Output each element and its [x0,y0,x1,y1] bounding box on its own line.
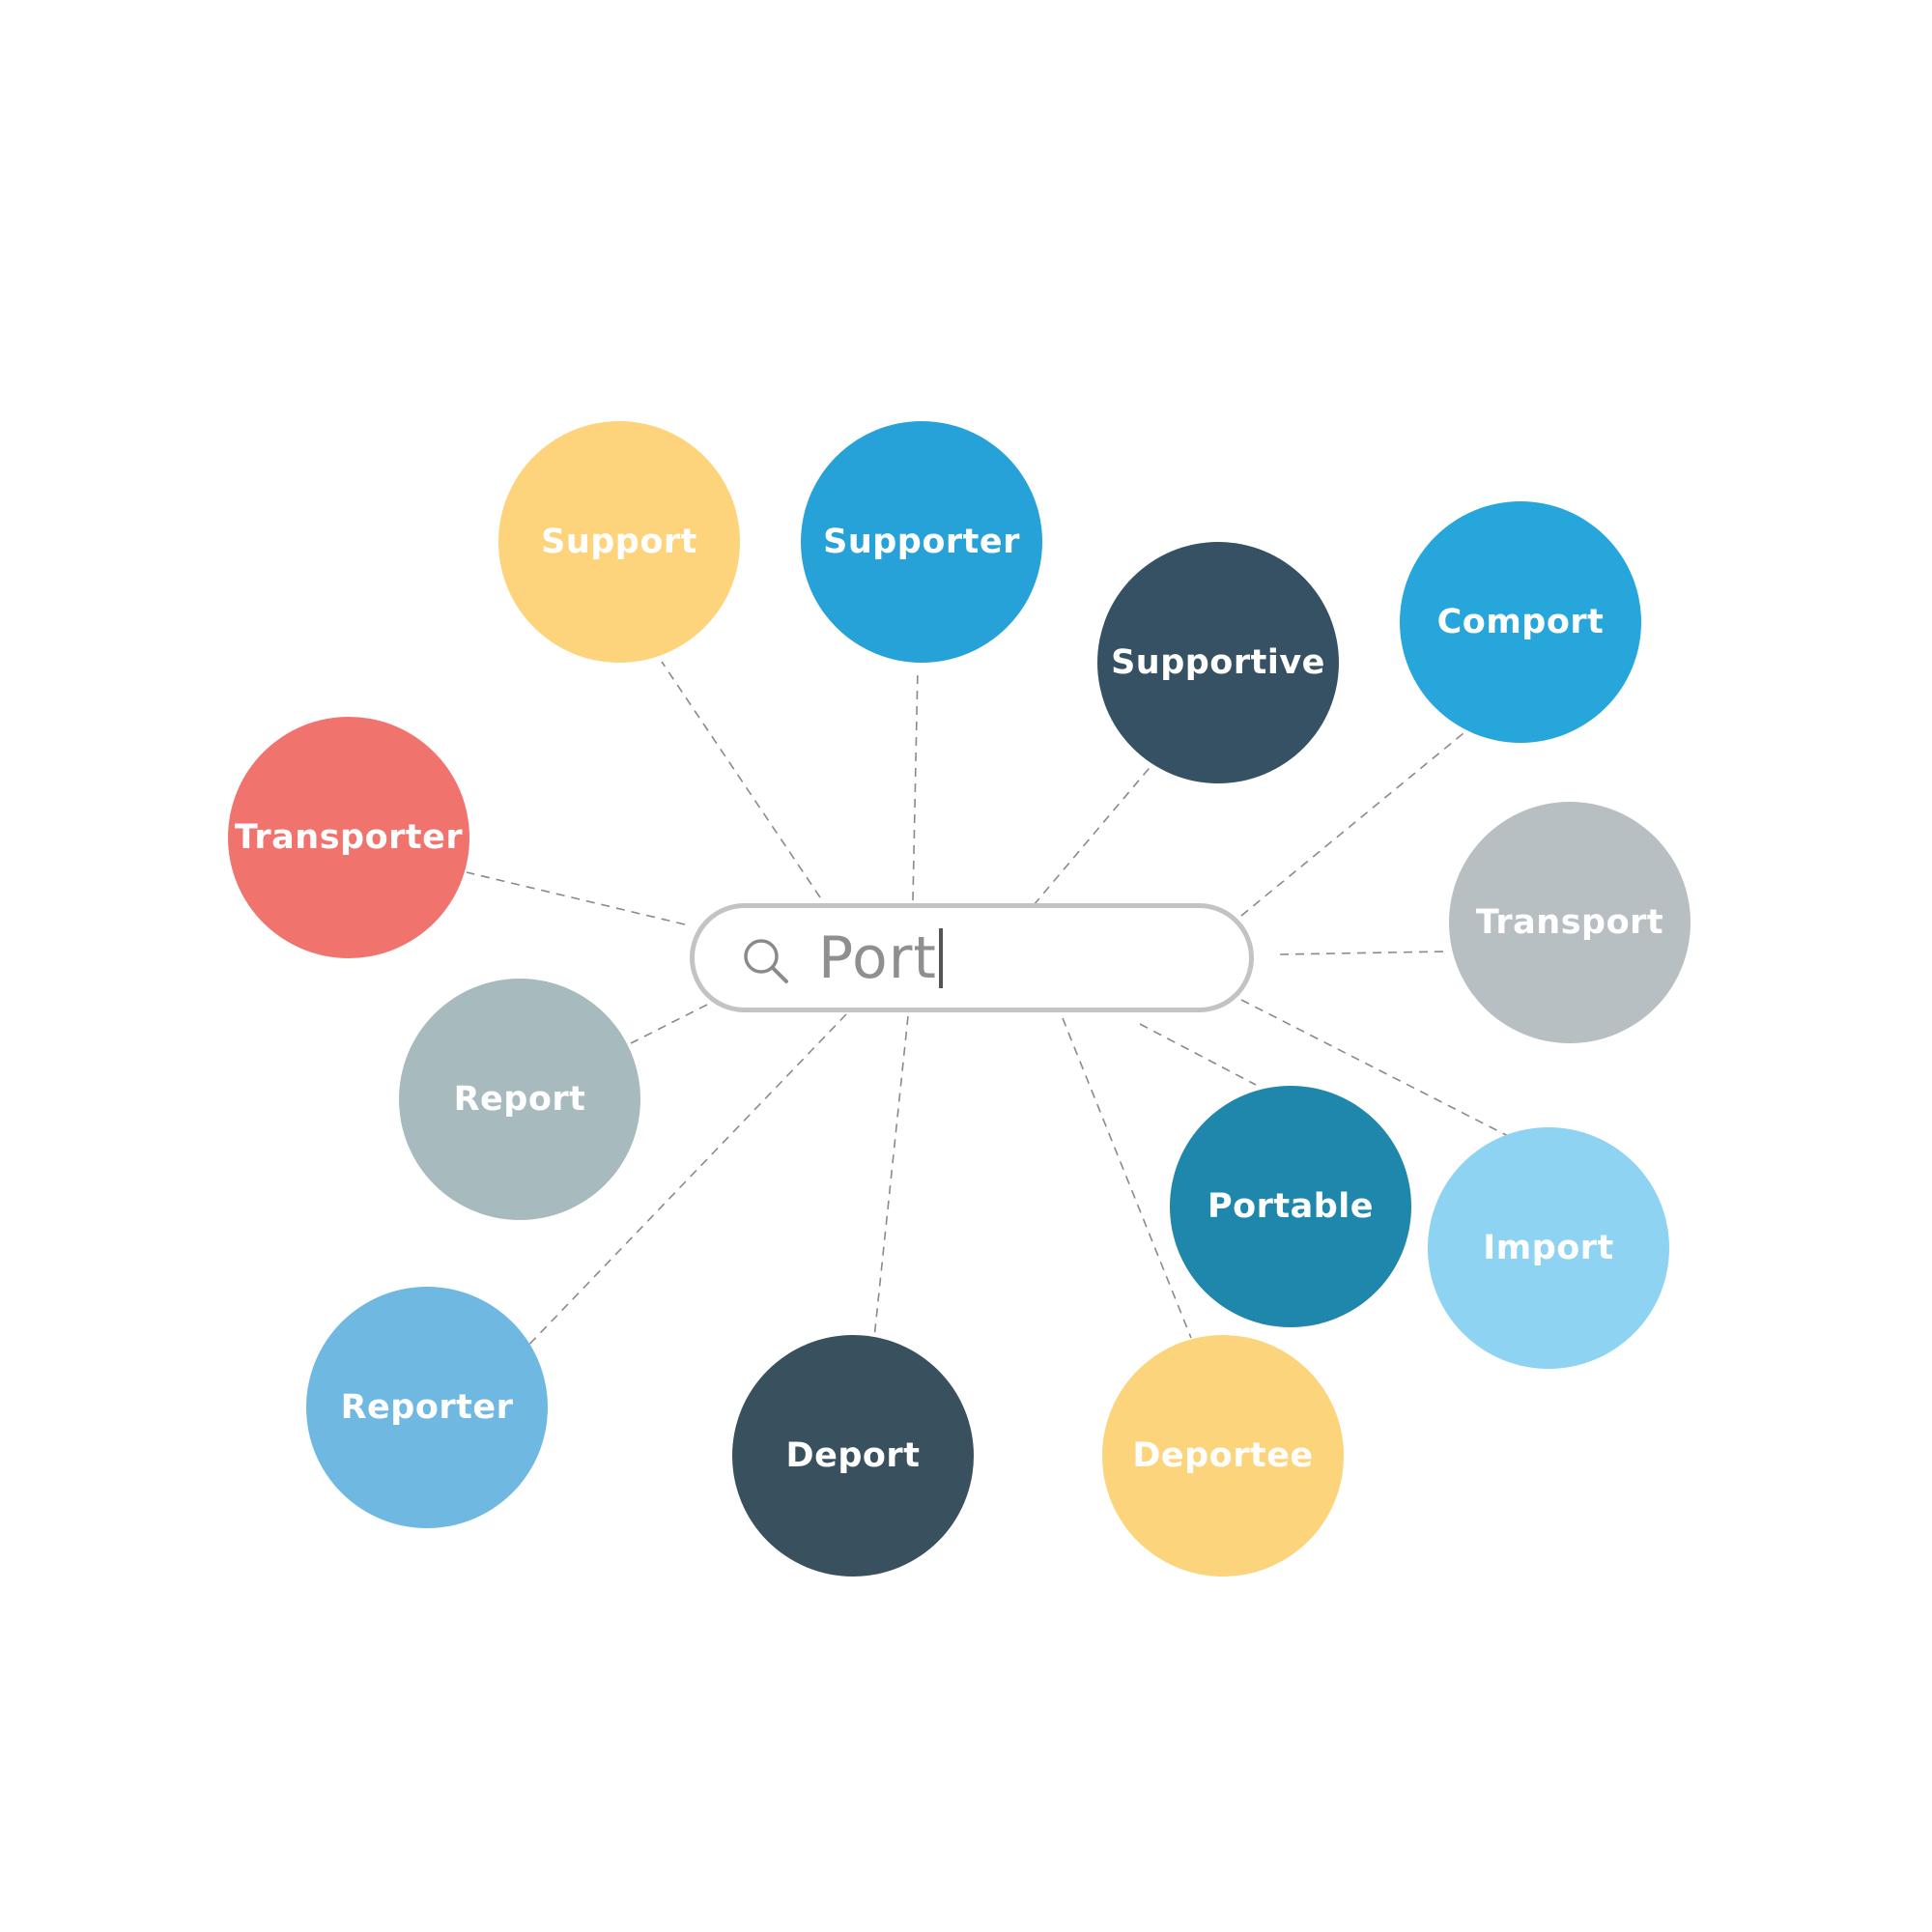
connector-deportee [1062,1017,1192,1339]
bubble-label: Portable [1207,1187,1375,1226]
bubble-label: Transport [1475,903,1664,942]
bubble-label: Deport [785,1436,921,1475]
word-bubble-supporter[interactable]: Supporter [801,421,1042,663]
search-input[interactable]: Port [818,920,943,997]
word-bubble-comport[interactable]: Comport [1400,501,1641,743]
bubble-label: Transporter [234,818,464,857]
bubble-label: Reporter [340,1388,514,1427]
search-input-value: Port [818,924,937,992]
bubble-label: Comport [1436,603,1605,641]
word-bubble-deport[interactable]: Deport [732,1335,974,1577]
text-caret [938,928,943,988]
connector-import [1240,999,1513,1139]
connector-portable [1139,1023,1257,1086]
word-bubble-supportive[interactable]: Supportive [1097,542,1339,783]
bubble-label: Import [1483,1229,1614,1267]
connector-transporter [466,871,686,925]
connector-report [630,1004,708,1044]
word-bubble-support[interactable]: Support [498,421,740,663]
word-bubble-report[interactable]: Report [399,979,640,1220]
connector-deport [873,1015,909,1339]
word-bubble-reporter[interactable]: Reporter [306,1287,548,1528]
bubble-label: Supportive [1111,643,1325,682]
bubble-label: Report [453,1080,586,1119]
connector-supporter [912,668,919,901]
bubble-label: Support [541,523,697,561]
search-bar[interactable]: Port [690,903,1254,1012]
word-bubble-import[interactable]: Import [1428,1127,1669,1369]
bubble-label: Supporter [823,523,1020,561]
search-icon [744,939,788,983]
connector-reporter [521,1013,847,1353]
connector-supportive [1033,762,1154,906]
word-bubble-portable[interactable]: Portable [1170,1086,1411,1327]
connector-transport [1279,951,1445,955]
word-bubble-transporter[interactable]: Transporter [228,717,469,958]
bubble-label: Deportee [1132,1436,1314,1475]
connector-support [661,661,821,898]
connector-comport [1240,732,1464,917]
word-bubble-deportee[interactable]: Deportee [1102,1335,1344,1577]
word-bubble-transport[interactable]: Transport [1449,802,1690,1043]
